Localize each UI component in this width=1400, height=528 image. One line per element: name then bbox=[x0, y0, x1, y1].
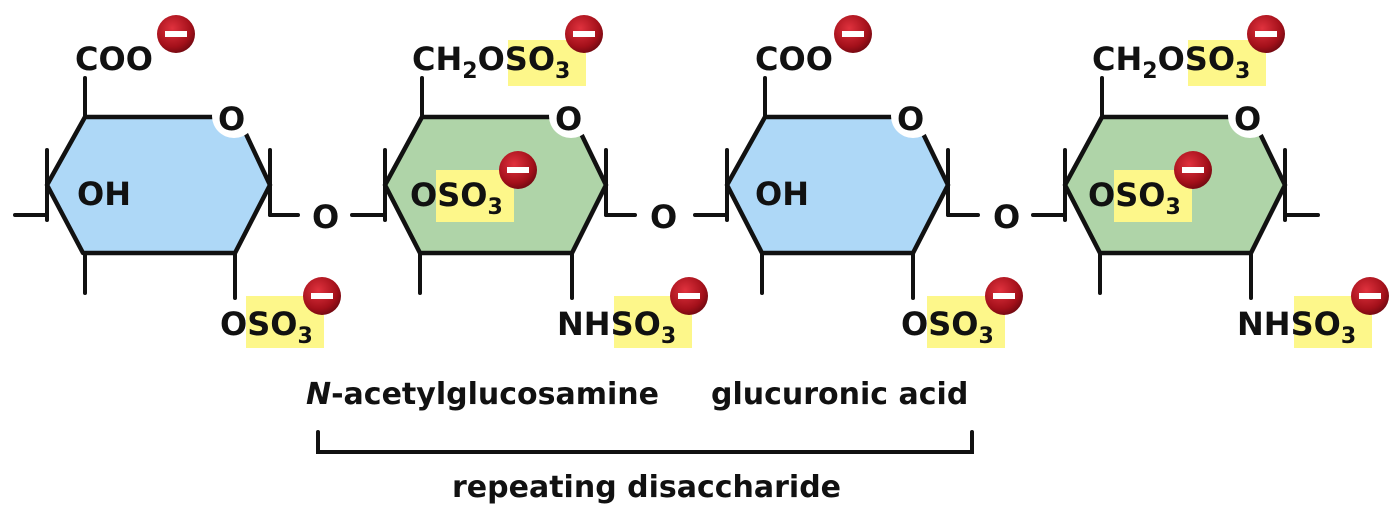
caption-n-acetylglucosamine: N-acetylglucosamine bbox=[306, 377, 659, 412]
label-ch2oso3-ring2: CH2OSO3 bbox=[412, 40, 570, 84]
label-glycosidic-o-2: O bbox=[650, 198, 677, 236]
negative-charges bbox=[157, 15, 1389, 315]
label-nhso3-ring4: NHSO3 bbox=[1237, 305, 1356, 349]
label-coo-ring1: COO bbox=[75, 40, 153, 78]
label-glycosidic-o-3: O bbox=[993, 198, 1020, 236]
label-glycosidic-o-1: O bbox=[312, 198, 339, 236]
minus-charge-icon bbox=[303, 277, 341, 315]
minus-charge-icon bbox=[1247, 15, 1285, 53]
label-oso3-ring4: OSO3 bbox=[1088, 176, 1181, 220]
sulfate-highlight-ring2-c3 bbox=[436, 170, 514, 222]
minus-charge-icon bbox=[985, 277, 1023, 315]
label-oh-ring3: OH bbox=[755, 175, 809, 213]
label-ring-o-ring2: O bbox=[555, 100, 582, 138]
label-oso3-ring2: OSO3 bbox=[410, 176, 503, 220]
label-coo-ring3: COO bbox=[755, 40, 833, 78]
caption-glucuronic-acid: glucuronic acid bbox=[711, 377, 968, 412]
label-oso3-ring3: OSO3 bbox=[901, 305, 994, 349]
minus-charge-icon bbox=[499, 151, 537, 189]
label-ring-o-ring3: O bbox=[897, 100, 924, 138]
label-ring-o-ring4: O bbox=[1234, 100, 1261, 138]
minus-charge-icon bbox=[157, 15, 195, 53]
minus-charge-icon bbox=[1351, 277, 1389, 315]
ring-3-o-cutout bbox=[891, 94, 935, 138]
ring-2-o-cutout bbox=[549, 94, 593, 138]
ring-4-o-cutout bbox=[1228, 94, 1272, 138]
sugar-ring-3 bbox=[693, 76, 980, 300]
ring-1-o-cutout bbox=[212, 94, 256, 138]
label-ring-o-ring1: O bbox=[218, 100, 245, 138]
minus-charge-icon bbox=[834, 15, 872, 53]
label-nhso3-ring2: NHSO3 bbox=[557, 305, 676, 349]
repeating-unit-bracket bbox=[316, 430, 974, 454]
label-oso3-ring1: OSO3 bbox=[220, 305, 313, 349]
minus-charge-icon bbox=[1174, 151, 1212, 189]
sugar-ring-1 bbox=[13, 76, 300, 300]
minus-charge-icon bbox=[670, 277, 708, 315]
caption-repeating-disaccharide: repeating disaccharide bbox=[452, 470, 841, 505]
label-ch2oso3-ring4: CH2OSO3 bbox=[1092, 40, 1250, 84]
minus-charge-icon bbox=[565, 15, 603, 53]
label-oh-ring1: OH bbox=[77, 175, 131, 213]
